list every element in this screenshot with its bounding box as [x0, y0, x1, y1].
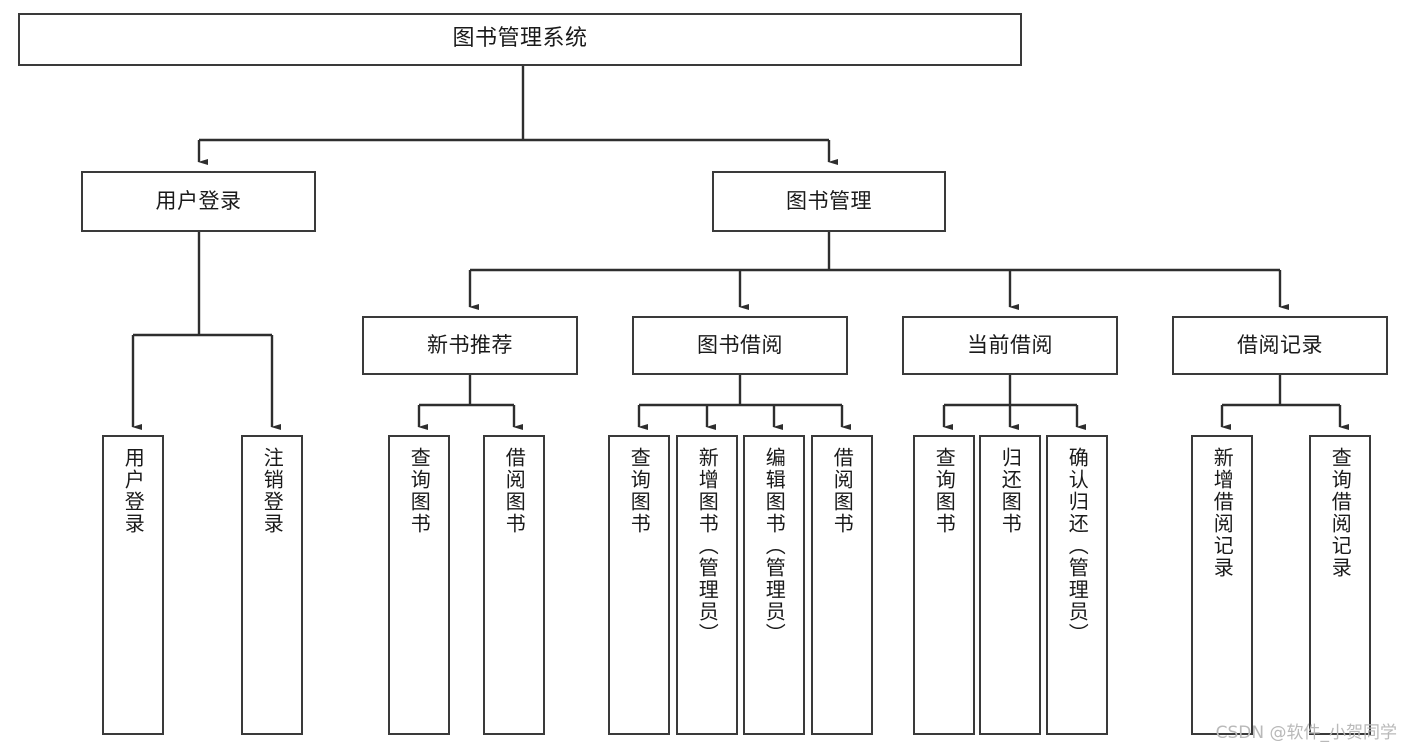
leaf-record-query-record[interactable]: 查询借阅记录: [1309, 435, 1371, 735]
node-label: 图书管理: [786, 188, 872, 213]
node-borrow-record[interactable]: 借阅记录: [1172, 316, 1388, 375]
leaf-borrow-borrow-book[interactable]: 借阅图书: [811, 435, 873, 735]
node-label: 借阅图书: [830, 447, 855, 535]
leaf-user-login-signout[interactable]: 注销登录: [241, 435, 303, 735]
leaf-current-query-book[interactable]: 查询图书: [913, 435, 975, 735]
node-label: 确认归还（管理员）: [1065, 447, 1090, 645]
node-label: 查询图书: [932, 447, 957, 535]
node-label: 图书管理系统: [452, 26, 588, 52]
node-label: 新书推荐: [427, 332, 513, 357]
node-label: 新增借阅记录: [1210, 447, 1235, 579]
node-label: 查询借阅记录: [1328, 447, 1353, 579]
node-label: 借阅记录: [1237, 332, 1323, 357]
node-label: 用户登录: [121, 447, 146, 535]
leaf-borrow-query-book[interactable]: 查询图书: [608, 435, 670, 735]
node-label: 查询图书: [627, 447, 652, 535]
leaf-user-login-signin[interactable]: 用户登录: [102, 435, 164, 735]
leaf-borrow-add-book-admin[interactable]: 新增图书（管理员）: [676, 435, 738, 735]
node-book-borrow[interactable]: 图书借阅: [632, 316, 848, 375]
csdn-watermark: CSDN @软件_小贺同学: [1215, 723, 1397, 743]
node-label: 图书借阅: [697, 332, 783, 357]
node-label: 编辑图书（管理员）: [762, 447, 787, 645]
node-label: 当前借阅: [967, 332, 1053, 357]
node-label: 借阅图书: [502, 447, 527, 535]
leaf-current-return-book[interactable]: 归还图书: [979, 435, 1041, 735]
leaf-new-book-query[interactable]: 查询图书: [388, 435, 450, 735]
node-label: 用户登录: [155, 188, 242, 213]
leaf-borrow-edit-book-admin[interactable]: 编辑图书（管理员）: [743, 435, 805, 735]
node-label: 注销登录: [260, 447, 285, 535]
node-book-management[interactable]: 图书管理: [712, 171, 946, 232]
leaf-current-confirm-return-admin[interactable]: 确认归还（管理员）: [1046, 435, 1108, 735]
node-label: 新增图书（管理员）: [695, 447, 720, 645]
leaf-record-add-record[interactable]: 新增借阅记录: [1191, 435, 1253, 735]
node-user-login[interactable]: 用户登录: [81, 171, 316, 232]
node-current-borrow[interactable]: 当前借阅: [902, 316, 1118, 375]
leaf-new-book-borrow[interactable]: 借阅图书: [483, 435, 545, 735]
node-root-library-system[interactable]: 图书管理系统: [18, 13, 1022, 66]
node-label: 查询图书: [407, 447, 432, 535]
node-label: 归还图书: [998, 447, 1023, 535]
node-new-book-recommend[interactable]: 新书推荐: [362, 316, 578, 375]
